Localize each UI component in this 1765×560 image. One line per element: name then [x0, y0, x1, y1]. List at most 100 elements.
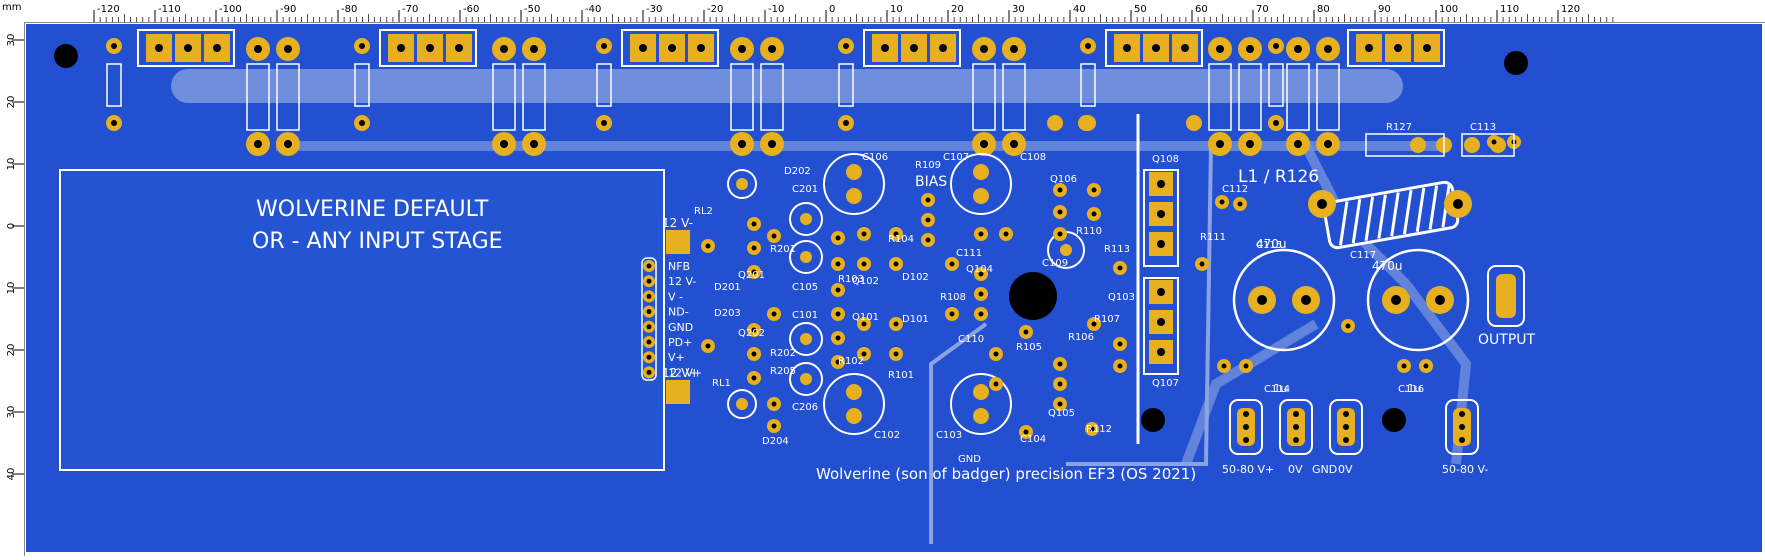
pad-hole	[925, 237, 931, 243]
ruler-tick-label: 50	[1134, 4, 1147, 15]
electrolytic-capacitor-icon	[789, 362, 823, 396]
component-label: R111	[1200, 232, 1226, 243]
coil-winding	[1338, 201, 1349, 246]
pad-hole	[1057, 361, 1063, 367]
pad-hole	[993, 351, 999, 357]
pcb-pad-icon	[973, 408, 989, 424]
pad-hole	[893, 351, 899, 357]
power-connectors	[1229, 399, 1479, 455]
pad-hole	[1085, 43, 1091, 49]
component-label: R102	[838, 356, 864, 367]
component-label: C112	[1222, 184, 1248, 195]
rail-label-gnd: GND	[1312, 463, 1337, 476]
pcb-pad-icon	[800, 373, 812, 385]
pad-hole	[861, 261, 867, 267]
pad-hole	[1010, 45, 1018, 53]
pad-hole	[978, 271, 984, 277]
pad-hole	[1221, 363, 1227, 369]
pad-hole	[751, 351, 757, 357]
pad-hole	[1152, 44, 1160, 52]
connector-pin-label: ND-	[668, 306, 689, 319]
resistor-outline	[1208, 63, 1232, 131]
pad-hole	[980, 45, 988, 53]
pad-hole	[1199, 261, 1205, 267]
component-label: C113	[1470, 122, 1496, 133]
component-label: Q107	[1152, 378, 1179, 389]
pcb-pad-icon	[846, 384, 862, 400]
c114-value: .1u	[1270, 382, 1287, 395]
pcb-pad-icon	[736, 178, 748, 190]
pad-hole	[893, 261, 899, 267]
pcb-board[interactable]: WOLVERINE DEFAULT OR - ANY INPUT STAGE N…	[26, 24, 1762, 556]
electrolytic-capacitor-icon	[727, 389, 757, 419]
component-label: R104	[888, 234, 914, 245]
pad-hole	[697, 44, 705, 52]
pad-hole	[646, 309, 652, 315]
connector-pin-label: PD+	[668, 336, 692, 349]
component-label: Q105	[1048, 408, 1075, 419]
ruler-tick-label: 20	[951, 4, 964, 15]
pad-hole	[1301, 295, 1311, 305]
pad-hole	[1343, 424, 1349, 430]
pad-hole	[111, 43, 117, 49]
ruler-tick-label: -30	[646, 4, 662, 15]
output-label: OUTPUT	[1478, 332, 1536, 348]
ruler-tick-label: 10	[6, 158, 17, 171]
pad-hole	[1246, 45, 1254, 53]
pad-hole	[601, 43, 607, 49]
pad-hole	[426, 44, 434, 52]
pad-hole	[835, 235, 841, 241]
pcb-pad-icon	[736, 398, 748, 410]
pad-hole	[768, 45, 776, 53]
component-label: R127	[1386, 122, 1412, 133]
component-label: C110	[958, 334, 984, 345]
component-label: R109	[915, 160, 941, 171]
c117-value: 470u	[1372, 259, 1403, 273]
resistor-outline	[1316, 63, 1340, 131]
pad-hole	[738, 140, 746, 148]
output-connector[interactable]	[1487, 265, 1525, 327]
resistor-outline	[838, 63, 854, 107]
component-label: D102	[902, 272, 929, 283]
pad-hole	[646, 339, 652, 345]
pad-hole	[1401, 363, 1407, 369]
board-title: Wolverine (son of badger) precision EF3 …	[816, 465, 1196, 483]
pad-hole	[861, 351, 867, 357]
label-12v-minus: 12 V-	[662, 216, 693, 230]
pcb-pad-icon	[666, 380, 690, 404]
component-label: C109	[1042, 258, 1068, 269]
pad-hole	[835, 311, 841, 317]
pad-hole	[1023, 429, 1029, 435]
inductor-coil-icon	[1322, 180, 1460, 250]
pad-hole	[1294, 140, 1302, 148]
pad-hole	[1117, 341, 1123, 347]
pad-hole	[1023, 329, 1029, 335]
rail-label-0v-1: 0V	[1288, 463, 1303, 476]
rail-connector	[1445, 399, 1479, 455]
coil-winding	[1415, 187, 1426, 232]
pad-hole	[705, 343, 711, 349]
inductor-label: L1 / R126	[1238, 167, 1319, 187]
pad-hole	[646, 369, 652, 375]
resistor-outline	[972, 63, 996, 131]
pad-hole	[993, 381, 999, 387]
electrolytic-capacitor-icon	[823, 373, 885, 435]
resistor-outline	[246, 63, 270, 131]
pad-hole	[738, 45, 746, 53]
pad-hole	[1243, 411, 1249, 417]
pcb-pad-icon	[1078, 115, 1094, 131]
pad-hole	[1423, 44, 1431, 52]
pad-hole	[910, 44, 918, 52]
pad-hole	[1117, 363, 1123, 369]
pad-hole	[1459, 411, 1465, 417]
pad-hole	[1057, 381, 1063, 387]
pad-hole	[397, 44, 405, 52]
component-label: D201	[714, 282, 741, 293]
ruler-tick-label: -110	[158, 4, 181, 15]
component-label: D202	[784, 166, 811, 177]
pad-hole	[646, 354, 652, 360]
ruler-tick-label: 110	[1500, 4, 1519, 15]
pad-hole	[835, 261, 841, 267]
